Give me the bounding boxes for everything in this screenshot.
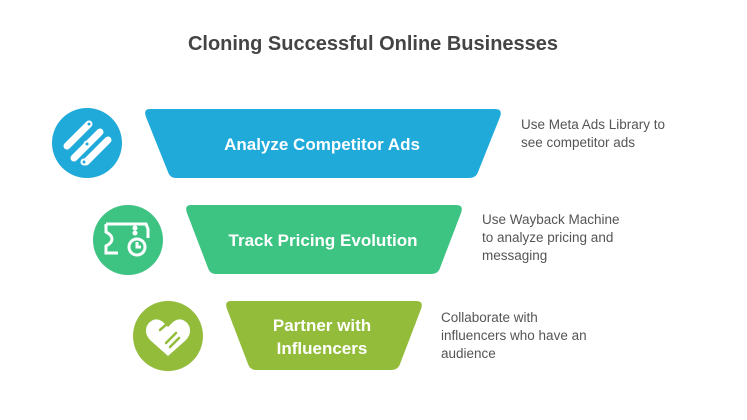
- step-2-description: Use Wayback Machine to analyze pricing a…: [482, 212, 623, 263]
- step-3-label-line-2: Influencers: [277, 339, 368, 358]
- step-3-description: Collaborate with influencers who have an…: [441, 310, 590, 361]
- step-2-label: Track Pricing Evolution: [229, 231, 418, 250]
- step-1-description: Use Meta Ads Library to see competitor a…: [521, 117, 669, 150]
- funnel-segment-1: [145, 109, 501, 178]
- funnel-segment-2: [186, 205, 462, 274]
- step-1-label: Analyze Competitor Ads: [224, 135, 420, 154]
- diagram-title: Cloning Successful Online Businesses: [188, 33, 558, 55]
- handshake-heart-icon: [145, 319, 191, 356]
- ticket-clock-icon: [104, 222, 150, 257]
- funnel-segment-3: [226, 301, 422, 370]
- step-3-label-line-1: Partner with: [273, 316, 371, 335]
- meta-bars-icon: [63, 120, 112, 166]
- step-analyze-competitor-ads: Analyze Competitor Ads Use Meta Ads Libr…: [52, 108, 669, 178]
- step-partner-with-influencers: Partner with Influencers Collaborate wit…: [133, 301, 590, 371]
- step-track-pricing-evolution: Track Pricing Evolution Use Wayback Mach…: [93, 205, 623, 275]
- step-2-icon-circle: [93, 205, 163, 275]
